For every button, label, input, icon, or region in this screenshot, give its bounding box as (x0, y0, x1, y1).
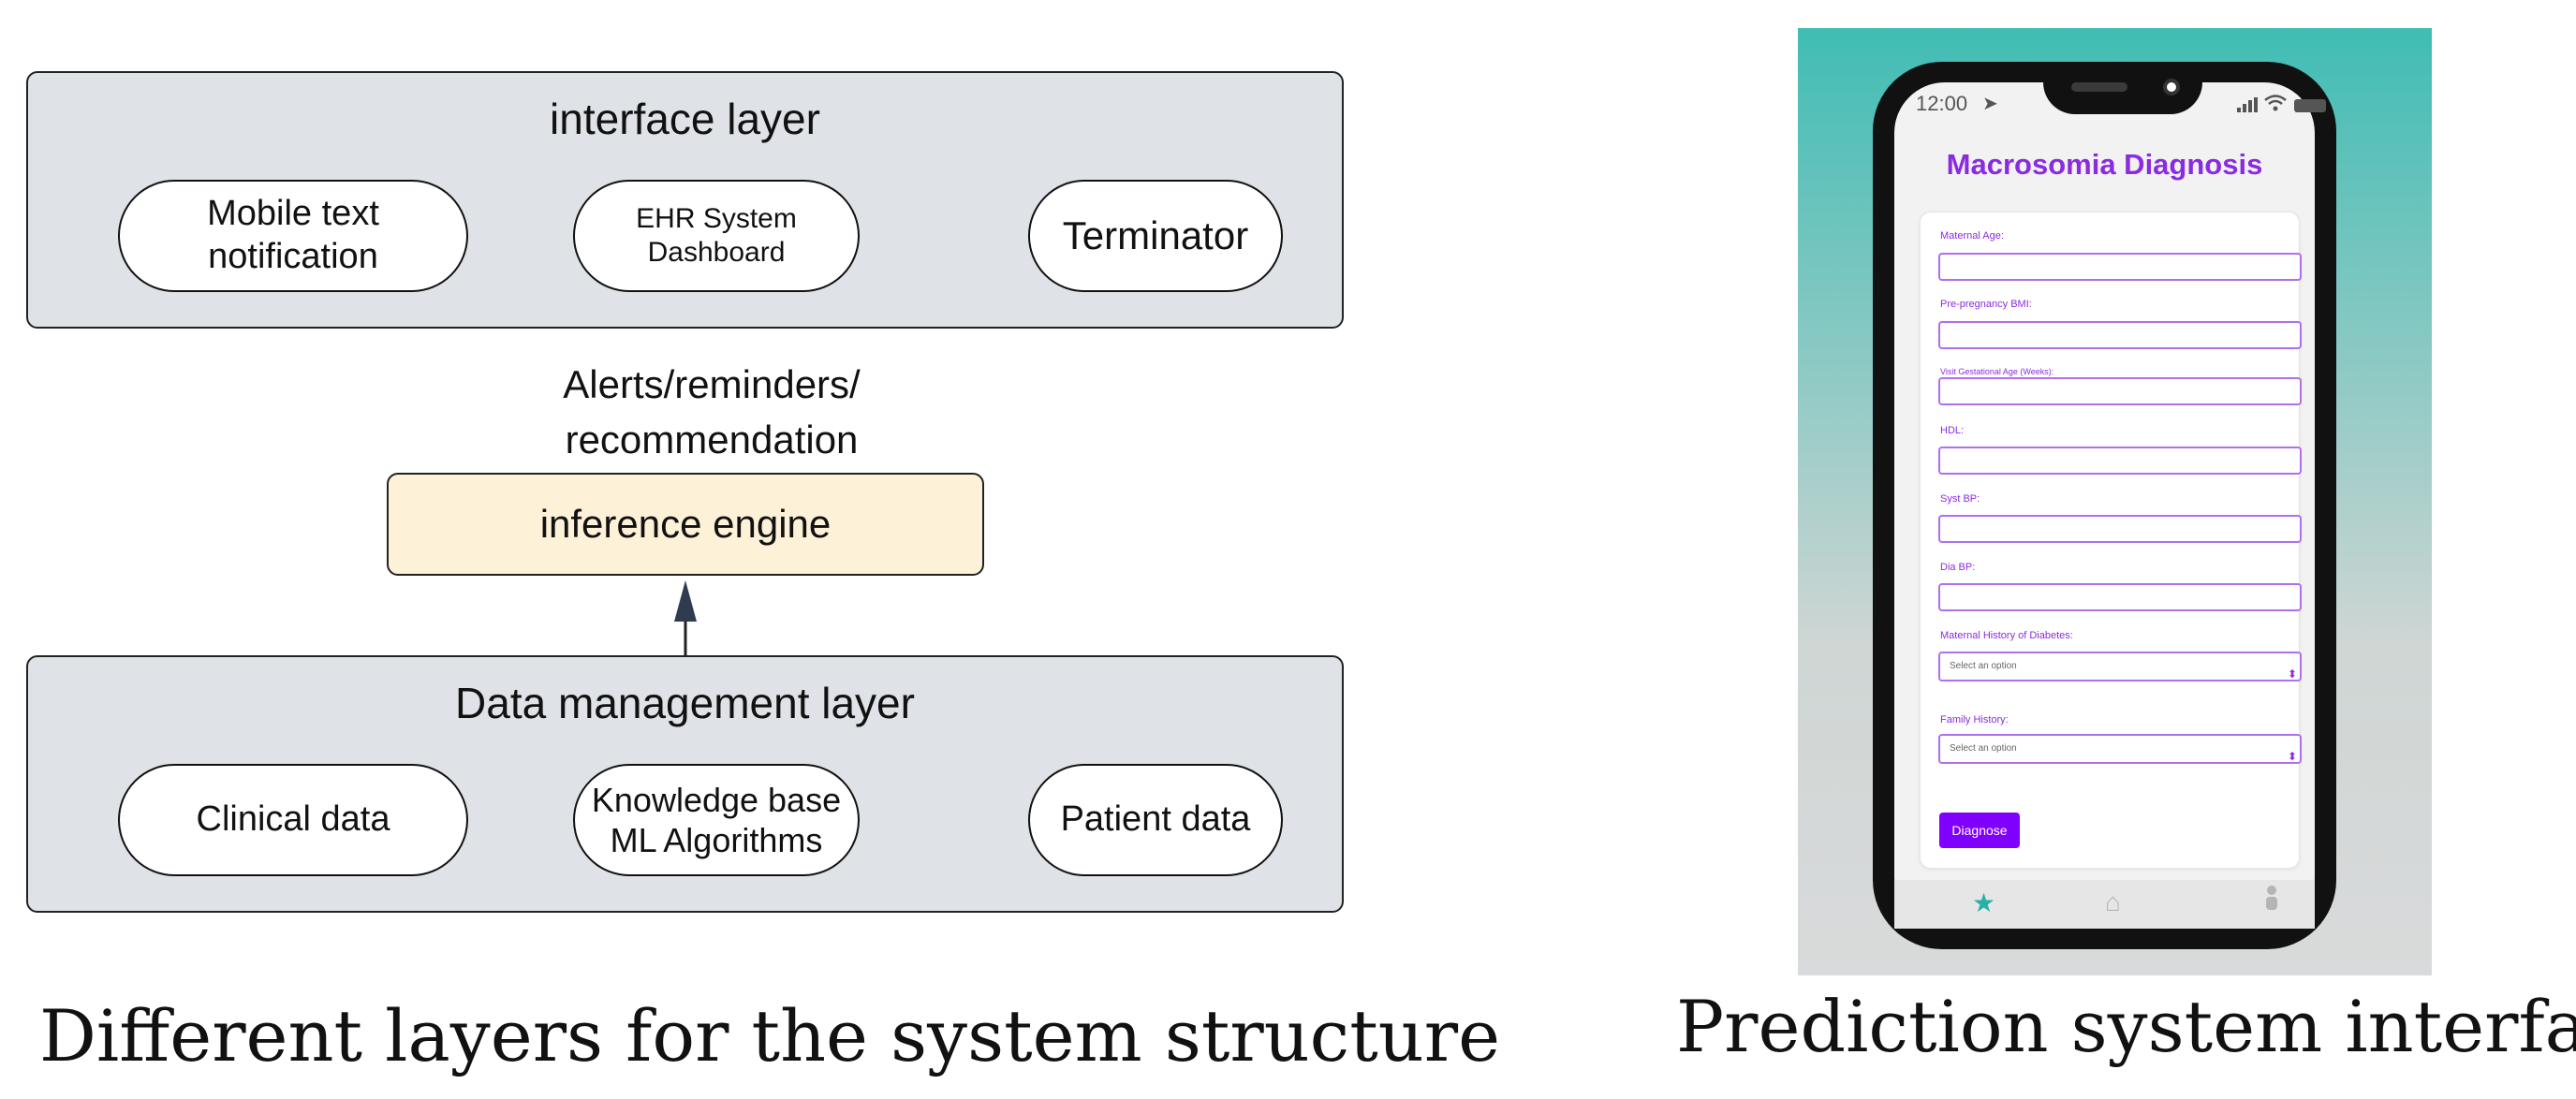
maternal-diabetes-label: Maternal History of Diabetes: (1940, 630, 2073, 641)
home-icon[interactable]: ⌂ (2105, 887, 2121, 916)
ehr-dashboard-node: EHR System Dashboard (573, 180, 860, 292)
syst-bp-label: Syst BP: (1940, 493, 1980, 505)
app-title: Macrosomia Diagnosis (1946, 148, 2263, 181)
maternal-diabetes-select[interactable]: Select an option ⬍ (1938, 652, 2302, 681)
star-icon[interactable]: ★ (1972, 888, 1996, 917)
wifi-icon (2264, 95, 2287, 111)
family-history-value: Select an option (1950, 743, 2017, 754)
patient-data-node: Patient data (1028, 764, 1283, 876)
gestational-age-input[interactable] (1938, 377, 2302, 405)
chevron-down-icon: ⬍ (2287, 667, 2297, 681)
syst-bp-input[interactable] (1938, 515, 2302, 543)
dia-bp-label: Dia BP: (1940, 562, 1976, 573)
knowledge-base-node: Knowledge base ML Algorithms (573, 764, 860, 876)
signal-icon (2237, 97, 2258, 112)
bmi-label: Pre-pregnancy BMI: (1940, 299, 2032, 310)
user-icon[interactable] (2262, 884, 2281, 912)
maternal-diabetes-value: Select an option (1950, 661, 2017, 671)
inference-engine-node: inference engine (387, 473, 984, 576)
right-caption: Prediction system interface (1676, 985, 2576, 1068)
clinical-data-node: Clinical data (118, 764, 468, 876)
bottom-nav (1894, 880, 2315, 929)
dia-bp-input[interactable] (1938, 583, 2302, 611)
chevron-down-icon: ⬍ (2287, 750, 2297, 763)
bmi-input[interactable] (1938, 321, 2302, 349)
left-caption: Different layers for the system structur… (39, 994, 1501, 1077)
maternal-age-input[interactable] (1938, 253, 2302, 281)
mobile-text-notification-node: Mobile text notification (118, 180, 468, 292)
speaker-grille (2071, 82, 2127, 92)
terminator-node: Terminator (1028, 180, 1283, 292)
hdl-label: HDL: (1940, 425, 1965, 436)
interface-layer-title: interface layer (550, 95, 820, 143)
camera-icon (2163, 79, 2180, 95)
data-layer-title: Data management layer (455, 679, 915, 727)
arrow-up-icon (674, 580, 697, 660)
family-history-select[interactable]: Select an option ⬍ (1938, 734, 2302, 764)
battery-icon (2294, 99, 2326, 112)
family-history-label: Family History: (1940, 714, 2009, 725)
gestational-age-label: Visit Gestational Age (Weeks): (1940, 367, 2054, 376)
diagnose-button[interactable]: Diagnose (1939, 813, 2020, 848)
alerts-label: Alerts/reminders/ recommendation (563, 362, 861, 462)
status-time: 12:00 (1916, 92, 1968, 115)
hdl-input[interactable] (1938, 447, 2302, 475)
location-arrow-icon: ➤ (1982, 94, 1998, 114)
maternal-age-label: Maternal Age: (1940, 230, 2004, 242)
